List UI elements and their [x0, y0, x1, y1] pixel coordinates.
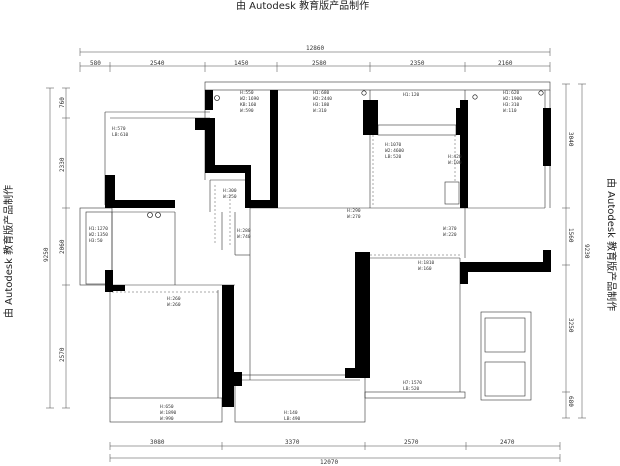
- dim-right-total: 9230: [583, 244, 590, 259]
- room-r11-line-2: W:270: [347, 214, 361, 220]
- dim-left-4: 2570: [59, 347, 66, 362]
- room-r8-line-1: H:280: [237, 228, 251, 234]
- dim-left-total: 9250: [43, 247, 50, 262]
- fixtures: [147, 90, 544, 218]
- room-r15-line-1: H:650: [160, 404, 174, 410]
- dim-right-3: 3250: [567, 318, 574, 333]
- watermark-top: 由 Autodesk 教育版产品制作: [236, 0, 369, 12]
- dim-bottom-4: 2470: [500, 439, 515, 446]
- watermark-right: 由 Autodesk 教育版产品制作: [605, 178, 618, 311]
- room-r9-line-1: H:1070: [385, 142, 402, 148]
- room-r10-line-1: H:420: [448, 154, 462, 160]
- dim-left-3: 2060: [59, 239, 66, 254]
- room-r15-line-2: W:1890: [160, 410, 177, 416]
- solid-walls: [105, 90, 551, 407]
- dim-top-1: 580: [90, 60, 101, 67]
- room-r6-line-2: W2:1350: [89, 232, 108, 238]
- room-r12-line-1: W:370: [443, 226, 457, 232]
- room-r2-line-3: KB:160: [240, 102, 257, 108]
- room-r2-line-4: W:590: [240, 108, 254, 114]
- room-r3-line-2: W2:2440: [313, 96, 332, 102]
- room-r11-line-1: H:290: [347, 208, 361, 214]
- watermark-left: 由 Autodesk 教育版产品制作: [2, 185, 15, 318]
- room-r14-line-2: W:160: [418, 266, 432, 272]
- dim-right-2: 1560: [567, 228, 574, 243]
- room-r9-line-2: W2:4600: [385, 148, 404, 154]
- room-r14-line-1: H:1810: [418, 260, 435, 266]
- dim-bottom-3: 2570: [404, 439, 419, 446]
- room-r7-line-1: H:300: [223, 188, 237, 194]
- room-r13-line-2: W:260: [167, 302, 181, 308]
- dim-top-2: 2540: [150, 60, 165, 67]
- room-r3-line-1: H1:680: [313, 90, 330, 96]
- room-r8-line-2: W:740: [237, 234, 251, 240]
- room-r4-line-1: H1:120: [403, 92, 420, 98]
- room-r5-line-2: W2:1900: [503, 96, 522, 102]
- room-r17-line-2: LB:520: [403, 386, 420, 392]
- room-r9-line-3: LB:520: [385, 154, 402, 160]
- room-r15-line-3: W:990: [160, 416, 174, 422]
- dim-left-2: 2330: [59, 157, 66, 172]
- room-r5-line-1: H1:620: [503, 90, 520, 96]
- room-r3-line-4: W:310: [313, 108, 327, 114]
- room-r16-line-1: H:140: [284, 410, 298, 416]
- room-r12-line-2: W:220: [443, 232, 457, 238]
- room-r1-line-2: LB:610: [112, 132, 129, 138]
- dim-top-4: 2580: [312, 60, 327, 67]
- dim-right-4: 680: [567, 396, 574, 407]
- dim-top-total: 12860: [306, 45, 324, 52]
- room-r5-line-3: H3:310: [503, 102, 520, 108]
- dashed-lines: [112, 135, 460, 293]
- room-r7-line-2: W:250: [223, 194, 237, 200]
- room-r6-line-1: H1:1270: [89, 226, 108, 232]
- room-r2-line-2: W2:1690: [240, 96, 259, 102]
- dim-bottom-1: 3080: [150, 439, 165, 446]
- room-r3-line-3: H3:180: [313, 102, 330, 108]
- dimension-labels: 12860 580 2540 1450 2580 2350 2160 3080 …: [43, 45, 590, 466]
- room-r6-line-3: H3:50: [89, 238, 103, 244]
- wall-outlines: [79, 81, 551, 423]
- room-r1-line-1: H:570: [112, 126, 126, 132]
- room-r10-line-2: W:100: [448, 160, 462, 166]
- dim-left-1: 760: [59, 97, 66, 108]
- room-r16-line-2: LB:490: [284, 416, 301, 422]
- room-r13-line-1: H:260: [167, 296, 181, 302]
- dim-bottom-total: 12070: [320, 459, 338, 466]
- dim-top-3: 1450: [234, 60, 249, 67]
- room-r5-line-4: W:110: [503, 108, 517, 114]
- dim-bottom-2: 3370: [285, 439, 300, 446]
- room-labels: H:570 LB:610 H:550 W2:1690 KB:160 W:590 …: [89, 90, 522, 422]
- dim-top-6: 2160: [498, 60, 513, 67]
- dimension-lines: [46, 48, 586, 462]
- room-r17-line-1: H7:1570: [403, 380, 422, 386]
- dim-right-1: 3040: [567, 132, 574, 147]
- room-r2-line-1: H:550: [240, 90, 254, 96]
- dim-top-5: 2350: [410, 60, 425, 67]
